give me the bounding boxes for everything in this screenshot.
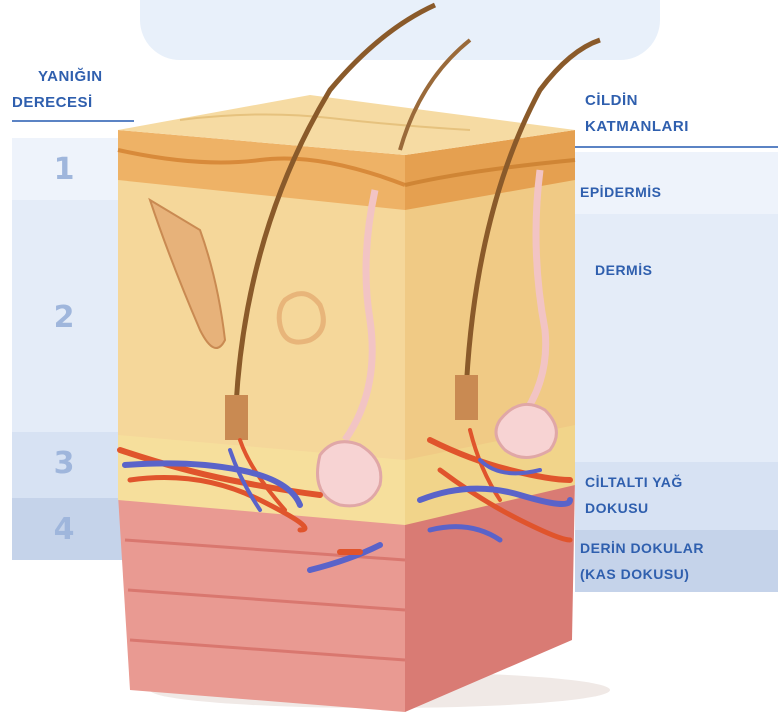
hair-root-3: [455, 375, 478, 420]
muscle-front: [118, 495, 405, 712]
hair-root-1: [225, 395, 248, 440]
sweat-gland-side: [496, 404, 556, 457]
